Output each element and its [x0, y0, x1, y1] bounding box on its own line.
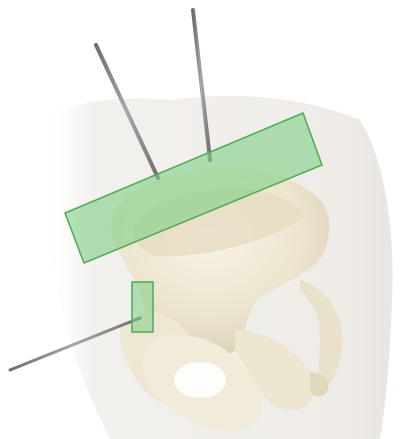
obturator-foramen — [174, 362, 226, 398]
highlight-region-icon — [132, 282, 153, 332]
